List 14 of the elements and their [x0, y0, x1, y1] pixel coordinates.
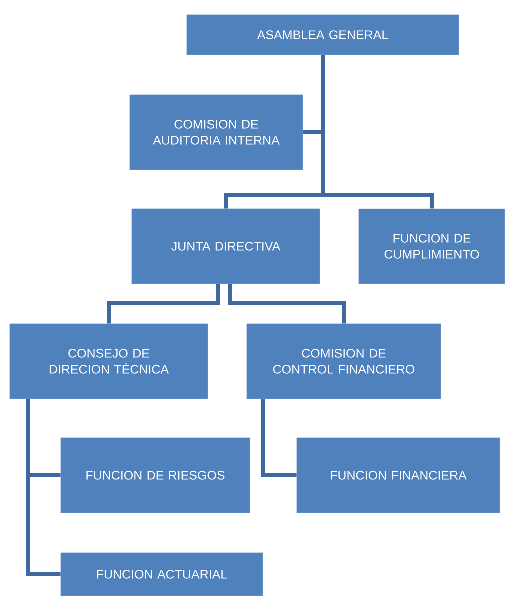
org-box: JUNTA DIRECTIVA — [132, 208, 320, 284]
org-box: COMISION DE CONTROL FINANCIERO — [246, 324, 442, 400]
connector-line — [321, 55, 434, 209]
org-box: FUNCION ACTUARIAL — [60, 552, 264, 596]
connector-line — [26, 399, 61, 576]
connector-line — [228, 284, 346, 324]
connector-line — [107, 284, 220, 324]
org-box: FUNCION DE RIESGOS — [60, 438, 250, 514]
org-box: FUNCION FINANCIERA — [296, 438, 500, 514]
org-box: COMISION DE AUDITORIA INTERNA — [130, 94, 304, 170]
org-box: FUNCION DE CUMPLIMIENTO — [358, 208, 505, 284]
org-box: ASAMBLEA GENERAL — [186, 14, 460, 56]
connector-line — [261, 399, 297, 478]
org-box: CONSEJO DE DIRECION TÉCNICA — [10, 324, 208, 400]
